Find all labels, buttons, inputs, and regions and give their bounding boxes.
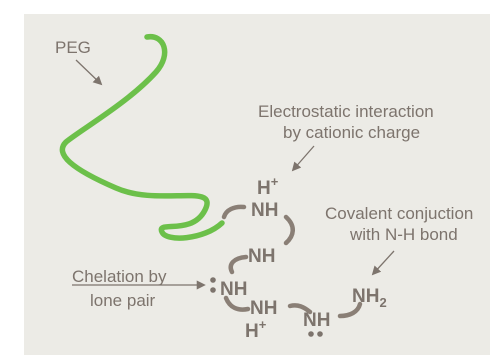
bond-peg-nh1: [221, 204, 247, 220]
lone-pair-dot-4: [317, 331, 323, 337]
bond-nh1-nh2: [283, 214, 295, 246]
bond-nh5-nh6: [337, 301, 363, 319]
electrostatic-label-line1: Electrostatic interaction: [258, 102, 434, 121]
diagram-panel: PEG Electrostatic interaction by cationi…: [24, 14, 490, 355]
lone-pair-dot-3: [308, 331, 314, 337]
peg-arrow: [75, 59, 103, 86]
lone-pair-dot-1: [210, 277, 216, 283]
bond-nh3-nh4: [223, 295, 251, 312]
covalent-label-line1: Covalent conjuction: [325, 204, 473, 223]
electrostatic-label-line2: by cationic charge: [283, 123, 420, 142]
nh-group-2: NH: [248, 246, 275, 267]
electrostatic-arrow: [291, 145, 315, 172]
bond-nh4-nh5: [287, 303, 313, 315]
h-plus-top: H+: [257, 174, 279, 199]
nh-group-4: NH: [250, 298, 277, 319]
bond-nh2-nh3: [228, 254, 249, 275]
lone-pair-dot-2: [210, 287, 216, 293]
peg-label: PEG: [55, 38, 91, 57]
chelation-label-line2: lone pair: [90, 291, 156, 310]
peg-pei-diagram: PEG Electrostatic interaction by cationi…: [55, 34, 473, 342]
nh-group-5: NH: [303, 310, 330, 331]
nh2-group: NH2: [352, 286, 387, 310]
nh-group-3: NH: [220, 279, 247, 300]
nh-group-1: NH: [251, 200, 278, 221]
h-plus-bottom: H+: [245, 317, 267, 342]
chelation-label-line1: Chelation by: [72, 267, 167, 286]
covalent-arrow: [371, 250, 395, 276]
covalent-label-line2: with N-H bond: [349, 225, 458, 244]
peg-chain: [59, 34, 225, 241]
